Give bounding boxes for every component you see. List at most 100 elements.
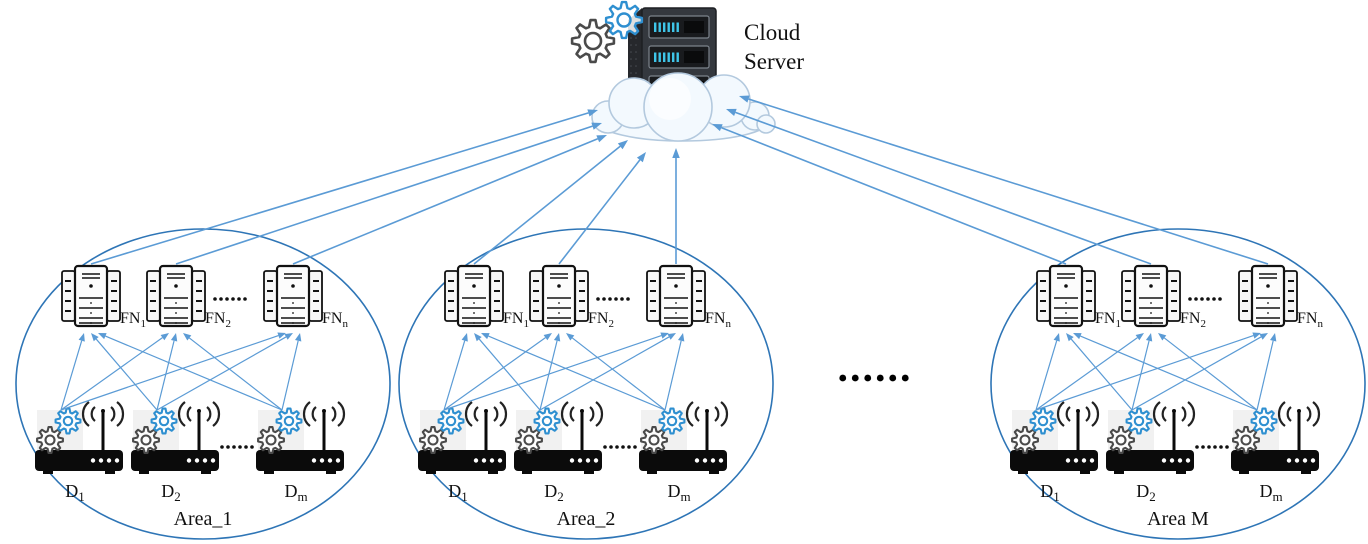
wifi-wave-left-inner [311,406,317,422]
wifi-wave-left-outer [302,401,311,427]
router-foot [43,471,53,474]
device-router-icon [35,401,125,474]
fognode-to-cloud-arrow [175,122,602,265]
vent-dash [111,310,117,312]
power-dot [174,284,178,288]
arrowhead [726,108,737,116]
arrow-line [1035,340,1058,411]
drive-slot [684,51,704,63]
led-strip [672,52,675,62]
shelf-dot [175,302,177,304]
area-ellipse [15,228,391,540]
device-to-fognode-arrow [60,333,85,411]
fog-node-server-icon [444,264,504,328]
fog-node-server-icon [61,264,121,328]
side-tower-left [61,270,76,322]
gray-gear-icon [132,426,160,454]
arrowhead [91,333,99,342]
wifi-wave-right-inner [331,406,337,422]
arrowhead [672,148,680,158]
side-tower-right [574,270,589,322]
arrowhead [1073,333,1082,340]
arrowhead [1135,333,1144,341]
vent-dash [1040,310,1046,312]
shelf-dot [1267,302,1269,304]
device-label: D2 [1136,481,1156,504]
drive-slot [684,21,704,33]
wifi-wave-left-inner [1161,406,1167,422]
dot [633,445,637,449]
router-body [418,450,506,471]
router-led [1286,458,1292,463]
fog-node-server-icon [263,264,323,328]
vent-dash [650,310,656,312]
arrow-line [281,340,299,411]
wifi-wave-right-inner [589,406,595,422]
dot [1206,297,1210,301]
arrowhead [481,333,490,340]
vent-dash [196,310,202,312]
fognode-to-cloud-arrow [473,140,628,265]
router-foot [647,471,657,474]
power-dot [1266,284,1270,288]
dot [876,374,884,382]
router-led [335,458,341,463]
vent-dash [150,310,156,312]
vent-dot [635,58,637,60]
vent-dash [1125,310,1131,312]
dot [621,445,625,449]
arrow-line [175,125,593,265]
blue-gear-icon [604,0,644,40]
wifi-wave-left-inner [90,406,96,422]
router-foot [139,471,149,474]
arrowhead [1145,333,1153,342]
wifi-wave-left-outer [1277,401,1286,427]
router-body [1010,450,1098,471]
router-foot [1176,471,1186,474]
blue-gear-icon [54,407,82,435]
router-led [694,458,700,463]
vent-dash [1242,280,1248,282]
blue-gear-icon [1125,407,1153,435]
router-foot [1239,471,1249,474]
arrowhead [553,333,561,342]
router-foot [1301,471,1311,474]
main-tower [1048,264,1084,328]
arrow-line [478,338,541,411]
blue-gear-icon [275,407,303,435]
gear-hole [445,415,457,427]
vent-dash [579,310,585,312]
dot [244,445,248,449]
router-led [90,458,96,463]
vent-dash [1086,310,1092,312]
arrowhead [461,333,468,342]
vent-dash [1125,290,1131,292]
wifi-wave-right-outer [499,401,508,427]
vent-dash [1288,290,1294,292]
router-led [497,458,503,463]
main-tower [456,264,492,328]
device-label: Dm [1259,481,1282,504]
gear-hole [1258,415,1270,427]
arrow-line [1256,340,1274,411]
router-foot [584,471,594,474]
main-tower [275,264,311,328]
router-foot [1114,471,1124,474]
power-dot [1064,284,1068,288]
led-strip [667,52,670,62]
area-label: Area_1 [174,508,233,530]
gear-body [1125,407,1153,435]
antenna-tip [197,409,201,413]
device-to-fognode-arrow [60,333,169,411]
router-led [1065,458,1071,463]
dot [1212,297,1216,301]
vent-dash [448,280,454,282]
gear-pair-icon [570,0,644,64]
wifi-wave-right-outer [595,401,604,427]
cloud-server-label: Server [744,49,804,74]
dot [602,297,606,301]
antenna-tip [1076,409,1080,413]
vent-dot [635,51,637,53]
vent-dash [1171,280,1177,282]
gear-body [515,426,543,454]
